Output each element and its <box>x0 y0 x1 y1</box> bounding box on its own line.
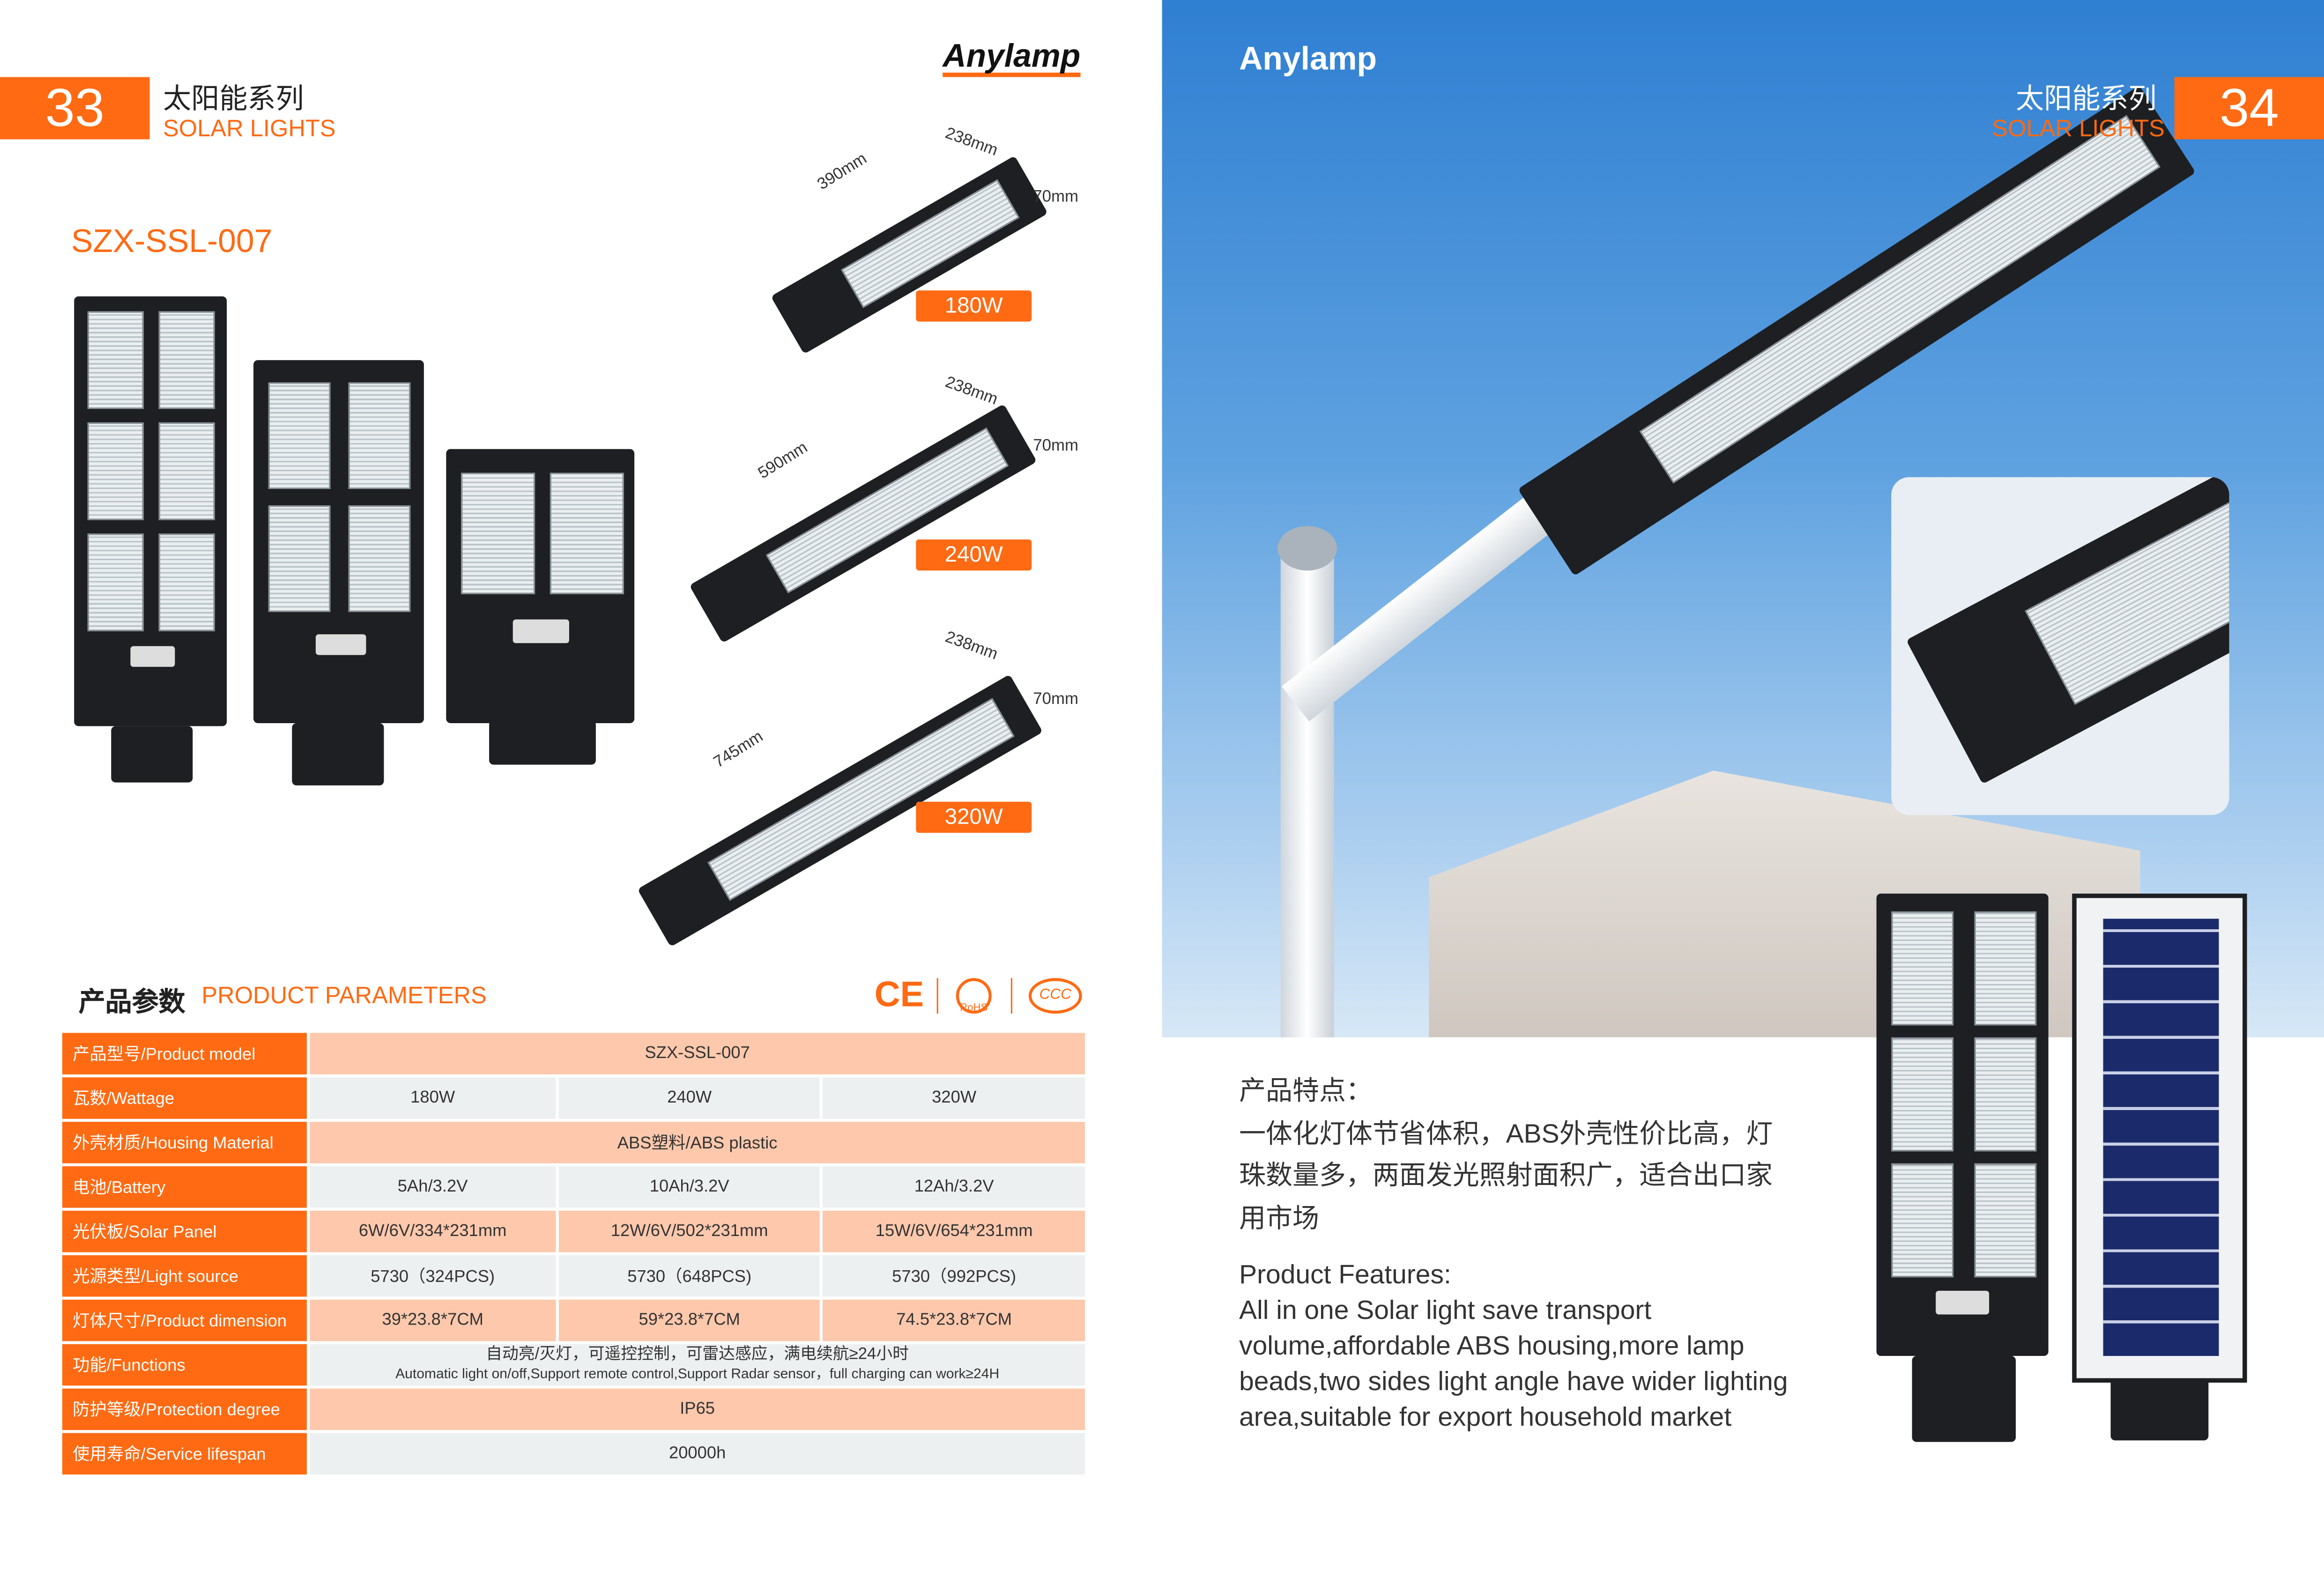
functions-en: Automatic light on/off,Support remote co… <box>395 1366 1000 1383</box>
cell: 5730（324PCS) <box>310 1255 556 1297</box>
functions-cn: 自动亮/灭灯，可遥控控制，可雷达感应，满电续航≥24小时 <box>486 1345 909 1363</box>
ce-mark-icon: CE <box>874 975 924 1015</box>
street-pole <box>1280 548 1334 1037</box>
row-label: 产品型号/Product model <box>62 1033 307 1074</box>
row-label: 功能/Functions <box>62 1344 307 1386</box>
cell: 74.5*23.8*7CM <box>823 1299 1085 1341</box>
cell: 15W/6V/654*231mm <box>823 1210 1085 1252</box>
features-cn: 产品特点： 一体化灯体节省体积，ABS外壳性价比高，灯 珠数量多，两面发光照射面… <box>1239 1070 1773 1239</box>
cell: 6W/6V/334*231mm <box>310 1210 556 1252</box>
row-label: 光源类型/Light source <box>62 1255 307 1297</box>
features-cn-title: 产品特点： <box>1239 1076 1373 1106</box>
width-label: 238mm <box>943 373 1000 409</box>
cell: 10Ah/3.2V <box>558 1166 821 1208</box>
params-title-cn: 产品参数 <box>78 987 186 1017</box>
section-title-cn: 太阳能系列 <box>163 84 304 116</box>
features-cn-line: 一体化灯体节省体积，ABS外壳性价比高，灯 <box>1239 1118 1773 1148</box>
features-en-title: Product Features: <box>1239 1259 1451 1289</box>
cell: 180W <box>310 1077 556 1119</box>
sky-photo <box>1162 0 2324 1037</box>
cell: 320W <box>823 1077 1085 1119</box>
lamp-mount <box>1912 1356 2016 1442</box>
lamp-mount <box>489 720 596 765</box>
page-number: 33 <box>0 77 150 140</box>
right-page: Anylamp 太阳能系列 SOLAR LIGHTS 34 产品特点： 一体化灯… <box>1162 0 2324 1577</box>
width-label: 238mm <box>943 125 1000 160</box>
ccc-mark-icon: CCC <box>1028 978 1082 1014</box>
height-label: 70mm <box>1033 188 1079 206</box>
cell: IP65 <box>310 1388 1085 1430</box>
row-label: 瓦数/Wattage <box>62 1077 307 1119</box>
page-number: 34 <box>2174 77 2324 140</box>
wattage-badge-240w: 240W <box>916 539 1032 571</box>
cell: 39*23.8*7CM <box>310 1299 556 1341</box>
cell: 自动亮/灭灯，可遥控控制，可雷达感应，满电续航≥24小时 Automatic li… <box>310 1344 1085 1386</box>
lamp-320w-front <box>74 296 227 726</box>
height-label: 70mm <box>1033 690 1079 709</box>
row-label: 外壳材质/Housing Material <box>62 1122 307 1163</box>
params-title-en: PRODUCT PARAMETERS <box>201 984 487 1009</box>
cell: 12W/6V/502*231mm <box>558 1210 821 1252</box>
section-title-en: SOLAR LIGHTS <box>1992 117 2165 142</box>
lamp-180w-angled <box>771 155 1048 355</box>
cell: 5730（992PCS) <box>823 1255 1085 1297</box>
row-label: 防护等级/Protection degree <box>62 1388 307 1430</box>
cell: 12Ah/3.2V <box>823 1166 1085 1208</box>
cell: ABS塑料/ABS plastic <box>310 1122 1085 1163</box>
cell: 240W <box>558 1077 821 1119</box>
cell: SZX-SSL-007 <box>310 1033 1085 1074</box>
lamp-180w-front <box>446 449 635 724</box>
wattage-badge-320w: 320W <box>916 801 1032 833</box>
section-title-en: SOLAR LIGHTS <box>163 117 336 142</box>
brand-logo: Anylamp <box>1239 40 1377 77</box>
section-title-cn: 太阳能系列 <box>2016 84 2157 116</box>
left-page: 33 太阳能系列 SOLAR LIGHTS Anylamp SZX-SSL-00… <box>0 39 1088 1478</box>
height-label: 70mm <box>1033 437 1079 455</box>
lamp-240w-angled <box>689 404 1037 644</box>
features-en-line: area,suitable for export household marke… <box>1239 1402 1732 1432</box>
lamp-240w-front <box>253 360 424 724</box>
features-cn-line: 珠数量多，两面发光照射面积广，适合出口家 <box>1239 1160 1773 1190</box>
features-cn-line: 用市场 <box>1239 1202 1319 1232</box>
row-label: 光伏板/Solar Panel <box>62 1210 307 1252</box>
features-en: Product Features: All in one Solar light… <box>1239 1257 1788 1435</box>
brand-logo: Anylamp <box>943 39 1081 77</box>
cell: 20000h <box>310 1433 1085 1475</box>
cell: 59*23.8*7CM <box>558 1299 821 1341</box>
length-label: 590mm <box>755 439 811 483</box>
model-name: SZX-SSL-007 <box>71 222 273 259</box>
features-en-line: beads,two sides light angle have wider l… <box>1239 1366 1788 1396</box>
solar-panel <box>2103 918 2219 1356</box>
lamp-back-view <box>2072 893 2247 1383</box>
width-label: 238mm <box>943 628 1000 664</box>
lamp-mount <box>111 726 193 783</box>
rohs-mark-icon: RoHS <box>956 978 992 1014</box>
features-en-line: All in one Solar light save transport <box>1239 1295 1652 1325</box>
lamp-mount <box>2110 1378 2209 1441</box>
features-en-line: volume,affordable ABS housing,more lamp <box>1239 1331 1745 1361</box>
cell: 5Ah/3.2V <box>310 1166 556 1208</box>
lamp-mount <box>292 723 384 785</box>
row-label: 使用寿命/Service lifespan <box>62 1433 307 1475</box>
lamp-front-view <box>1876 893 2049 1356</box>
row-label: 灯体尺寸/Product dimension <box>62 1299 307 1341</box>
wattage-badge-180w: 180W <box>916 290 1032 322</box>
length-label: 390mm <box>814 150 870 194</box>
cell: 5730（648PCS) <box>558 1255 821 1297</box>
detail-inset-photo <box>1891 477 2229 815</box>
length-label: 745mm <box>711 728 767 772</box>
row-label: 电池/Battery <box>62 1166 307 1208</box>
